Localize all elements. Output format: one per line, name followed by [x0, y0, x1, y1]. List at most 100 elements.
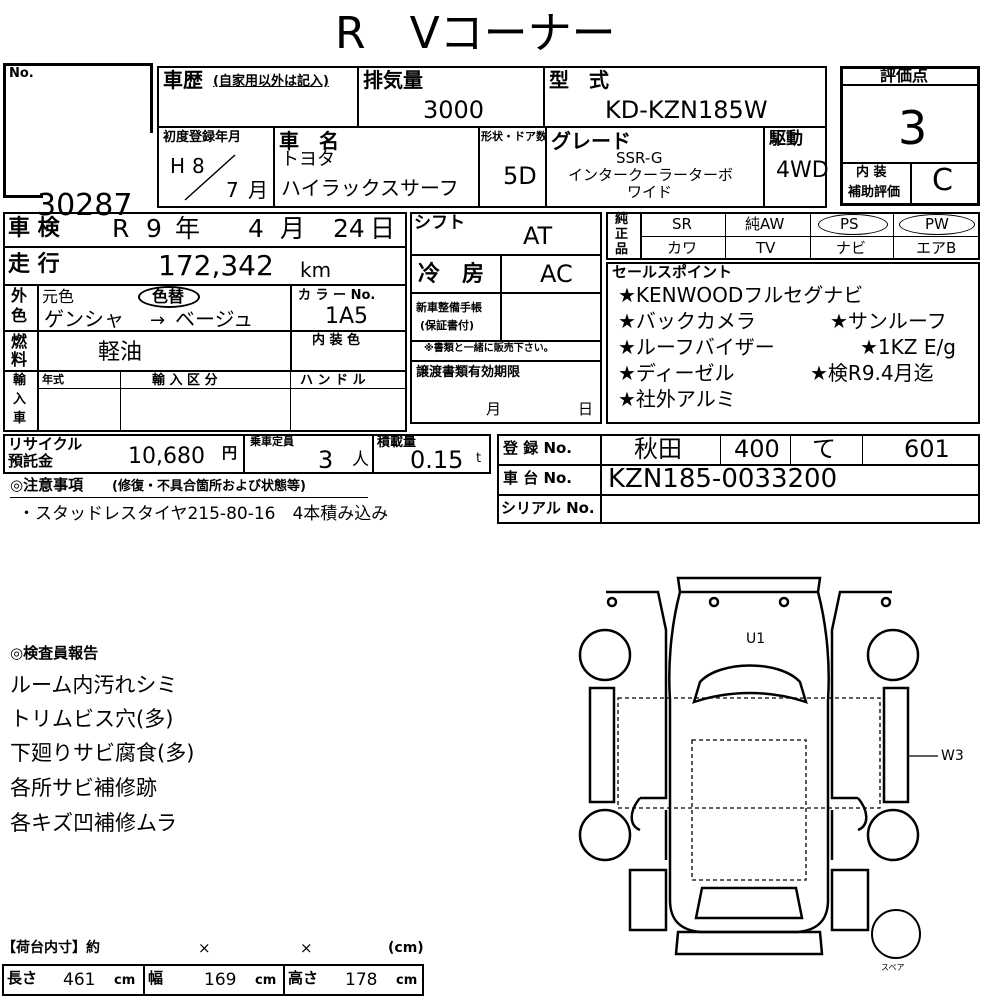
notice-label: ◎注意事項	[10, 476, 84, 494]
sales-point-5: ★1KZ E/g	[860, 335, 956, 359]
grade-line3: ワイド	[627, 183, 673, 201]
aircon-value: AC	[540, 260, 573, 288]
registration-class: 400	[734, 435, 780, 463]
cargo-height-label: 高さ	[288, 969, 319, 987]
inspection-year-unit: 年	[175, 214, 201, 243]
drive-label: 駆動	[769, 129, 803, 149]
option-tv: TV	[756, 239, 776, 257]
load-label: 積載量	[377, 435, 417, 450]
mileage-value: 172,342	[158, 249, 274, 282]
grade-line2: インタークーラーターボ	[568, 166, 734, 184]
registration-grid	[497, 434, 980, 524]
chassis-number-label: 車 台 No.	[503, 469, 573, 487]
interior-eval-label-2: 補助評価	[848, 185, 901, 200]
first-registration-month-unit: 月	[248, 178, 268, 202]
registration-place: 秋田	[634, 435, 682, 463]
inspector-report-item-5: 各キズ凹補修ムラ	[10, 811, 177, 835]
maintenance-book-label-2: (保証書付)	[420, 319, 475, 332]
evaluation-score: 3	[898, 101, 928, 155]
color-arrow-icon: →	[150, 310, 166, 331]
door-label: 形状・ドア数	[481, 130, 547, 143]
sales-point-6: ★ディーゼル	[618, 361, 735, 385]
shareki-note: (自家用以外は記入)	[213, 74, 329, 89]
sales-point-2: ★バックカメラ	[618, 309, 756, 333]
option-airbag: エアB	[916, 239, 957, 257]
fuel-value: 軽油	[98, 340, 143, 365]
transfer-docs-label: 譲渡書類有効期限	[416, 365, 521, 380]
cargo-width-label: 幅	[148, 969, 164, 987]
color-changed-badge: 色替	[152, 287, 185, 306]
cargo-dims-grid	[2, 964, 424, 996]
serial-number-label: シリアル No.	[501, 499, 595, 517]
damage-mark-w3: W3	[941, 748, 964, 764]
car-name: ハイラックスサーフ	[281, 176, 459, 200]
interior-color-label: 内 装 色	[312, 333, 361, 348]
exterior-color-original: ゲンシャ	[44, 307, 124, 331]
number-label: No.	[9, 66, 34, 81]
exterior-color-label-1: 外	[11, 286, 28, 305]
inspector-report-label: ◎検査員報告	[10, 644, 99, 662]
evaluation-label: 評価点	[880, 66, 929, 85]
recycle-row	[3, 434, 491, 474]
inspector-report-item-4: 各所サビ補修跡	[10, 776, 157, 800]
color-number-label: カ ラ ー No.	[298, 288, 376, 303]
inspection-day: 24	[333, 214, 365, 243]
import-type-label: 輸 入 区 分	[152, 373, 218, 388]
fuel-label-2: 料	[11, 350, 28, 369]
cargo-length-label: 長さ	[7, 969, 38, 987]
notice-note: (修復・不具合箇所および状態等)	[112, 479, 306, 494]
handle-label: ハ ン ド ル	[300, 373, 366, 388]
first-registration-year: 8	[192, 154, 205, 178]
fuel-label-1: 燃	[11, 332, 28, 351]
inspector-report-item-3: 下廻りサビ腐食(多)	[10, 741, 195, 765]
inspector-report-item-2: トリムビス穴(多)	[10, 707, 174, 731]
shift-ac-grid	[410, 212, 602, 424]
genuine-parts-label-3: 品	[615, 242, 629, 257]
cargo-dims-unit: (cm)	[388, 940, 424, 956]
displacement-label: 排気量	[363, 68, 423, 92]
option-genuine-aw: 純AW	[745, 215, 785, 233]
cargo-length-unit: cm	[114, 973, 136, 988]
sales-point-4: ★ルーフバイザー	[618, 335, 775, 359]
cargo-length-value: 461	[63, 970, 96, 990]
inspection-label: 車 検	[8, 216, 60, 241]
option-sr: SR	[672, 215, 692, 233]
inspector-report-item-1: ルーム内汚れシミ	[10, 673, 178, 697]
car-maker: トヨタ	[281, 149, 335, 170]
sales-points-box	[606, 262, 980, 424]
registration-number-label: 登 録 No.	[503, 439, 573, 457]
cargo-width-unit: cm	[255, 973, 277, 988]
original-color-label: 元色	[42, 287, 75, 306]
inspection-day-unit: 日	[370, 214, 396, 243]
inspection-mileage-grid	[3, 212, 407, 432]
shift-value: AT	[523, 222, 553, 250]
interior-eval-label-1: 内 装	[856, 165, 887, 180]
capacity-label: 乗車定員	[250, 435, 294, 448]
option-navi: ナビ	[836, 239, 867, 257]
model-code-label: 型 式	[549, 68, 609, 92]
cargo-width-value: 169	[204, 970, 237, 990]
drive-value: 4WD	[776, 158, 829, 183]
transfer-day-unit: 日	[578, 400, 594, 418]
first-registration-label: 初度登録年月	[163, 130, 242, 145]
mileage-unit: km	[300, 258, 332, 282]
cargo-height-unit: cm	[396, 973, 418, 988]
genuine-parts-label-2: 正	[615, 227, 629, 242]
displacement-value: 3000	[423, 96, 485, 124]
cargo-dims-x2: ×	[300, 939, 313, 957]
number-box: No. 30287	[3, 63, 153, 221]
genuine-parts-label-1: 純	[615, 212, 629, 227]
import-label-2: 入	[13, 392, 27, 407]
capacity-unit: 人	[352, 450, 369, 470]
chassis-number-value: KZN185-0033200	[608, 464, 838, 494]
inspection-era: R	[112, 214, 130, 243]
cargo-dims-x1: ×	[198, 939, 211, 957]
vehicle-info-grid	[157, 66, 827, 208]
cargo-dims-label: 【荷台内寸】約	[2, 940, 100, 956]
registration-number: 601	[904, 435, 950, 463]
recycle-label-1: リサイクル	[8, 435, 83, 453]
sales-point-7: ★検R9.4月迄	[810, 361, 934, 385]
door-value: 5D	[503, 162, 537, 190]
import-label-1: 輸	[13, 373, 27, 388]
import-year-label: 年式	[42, 373, 64, 386]
